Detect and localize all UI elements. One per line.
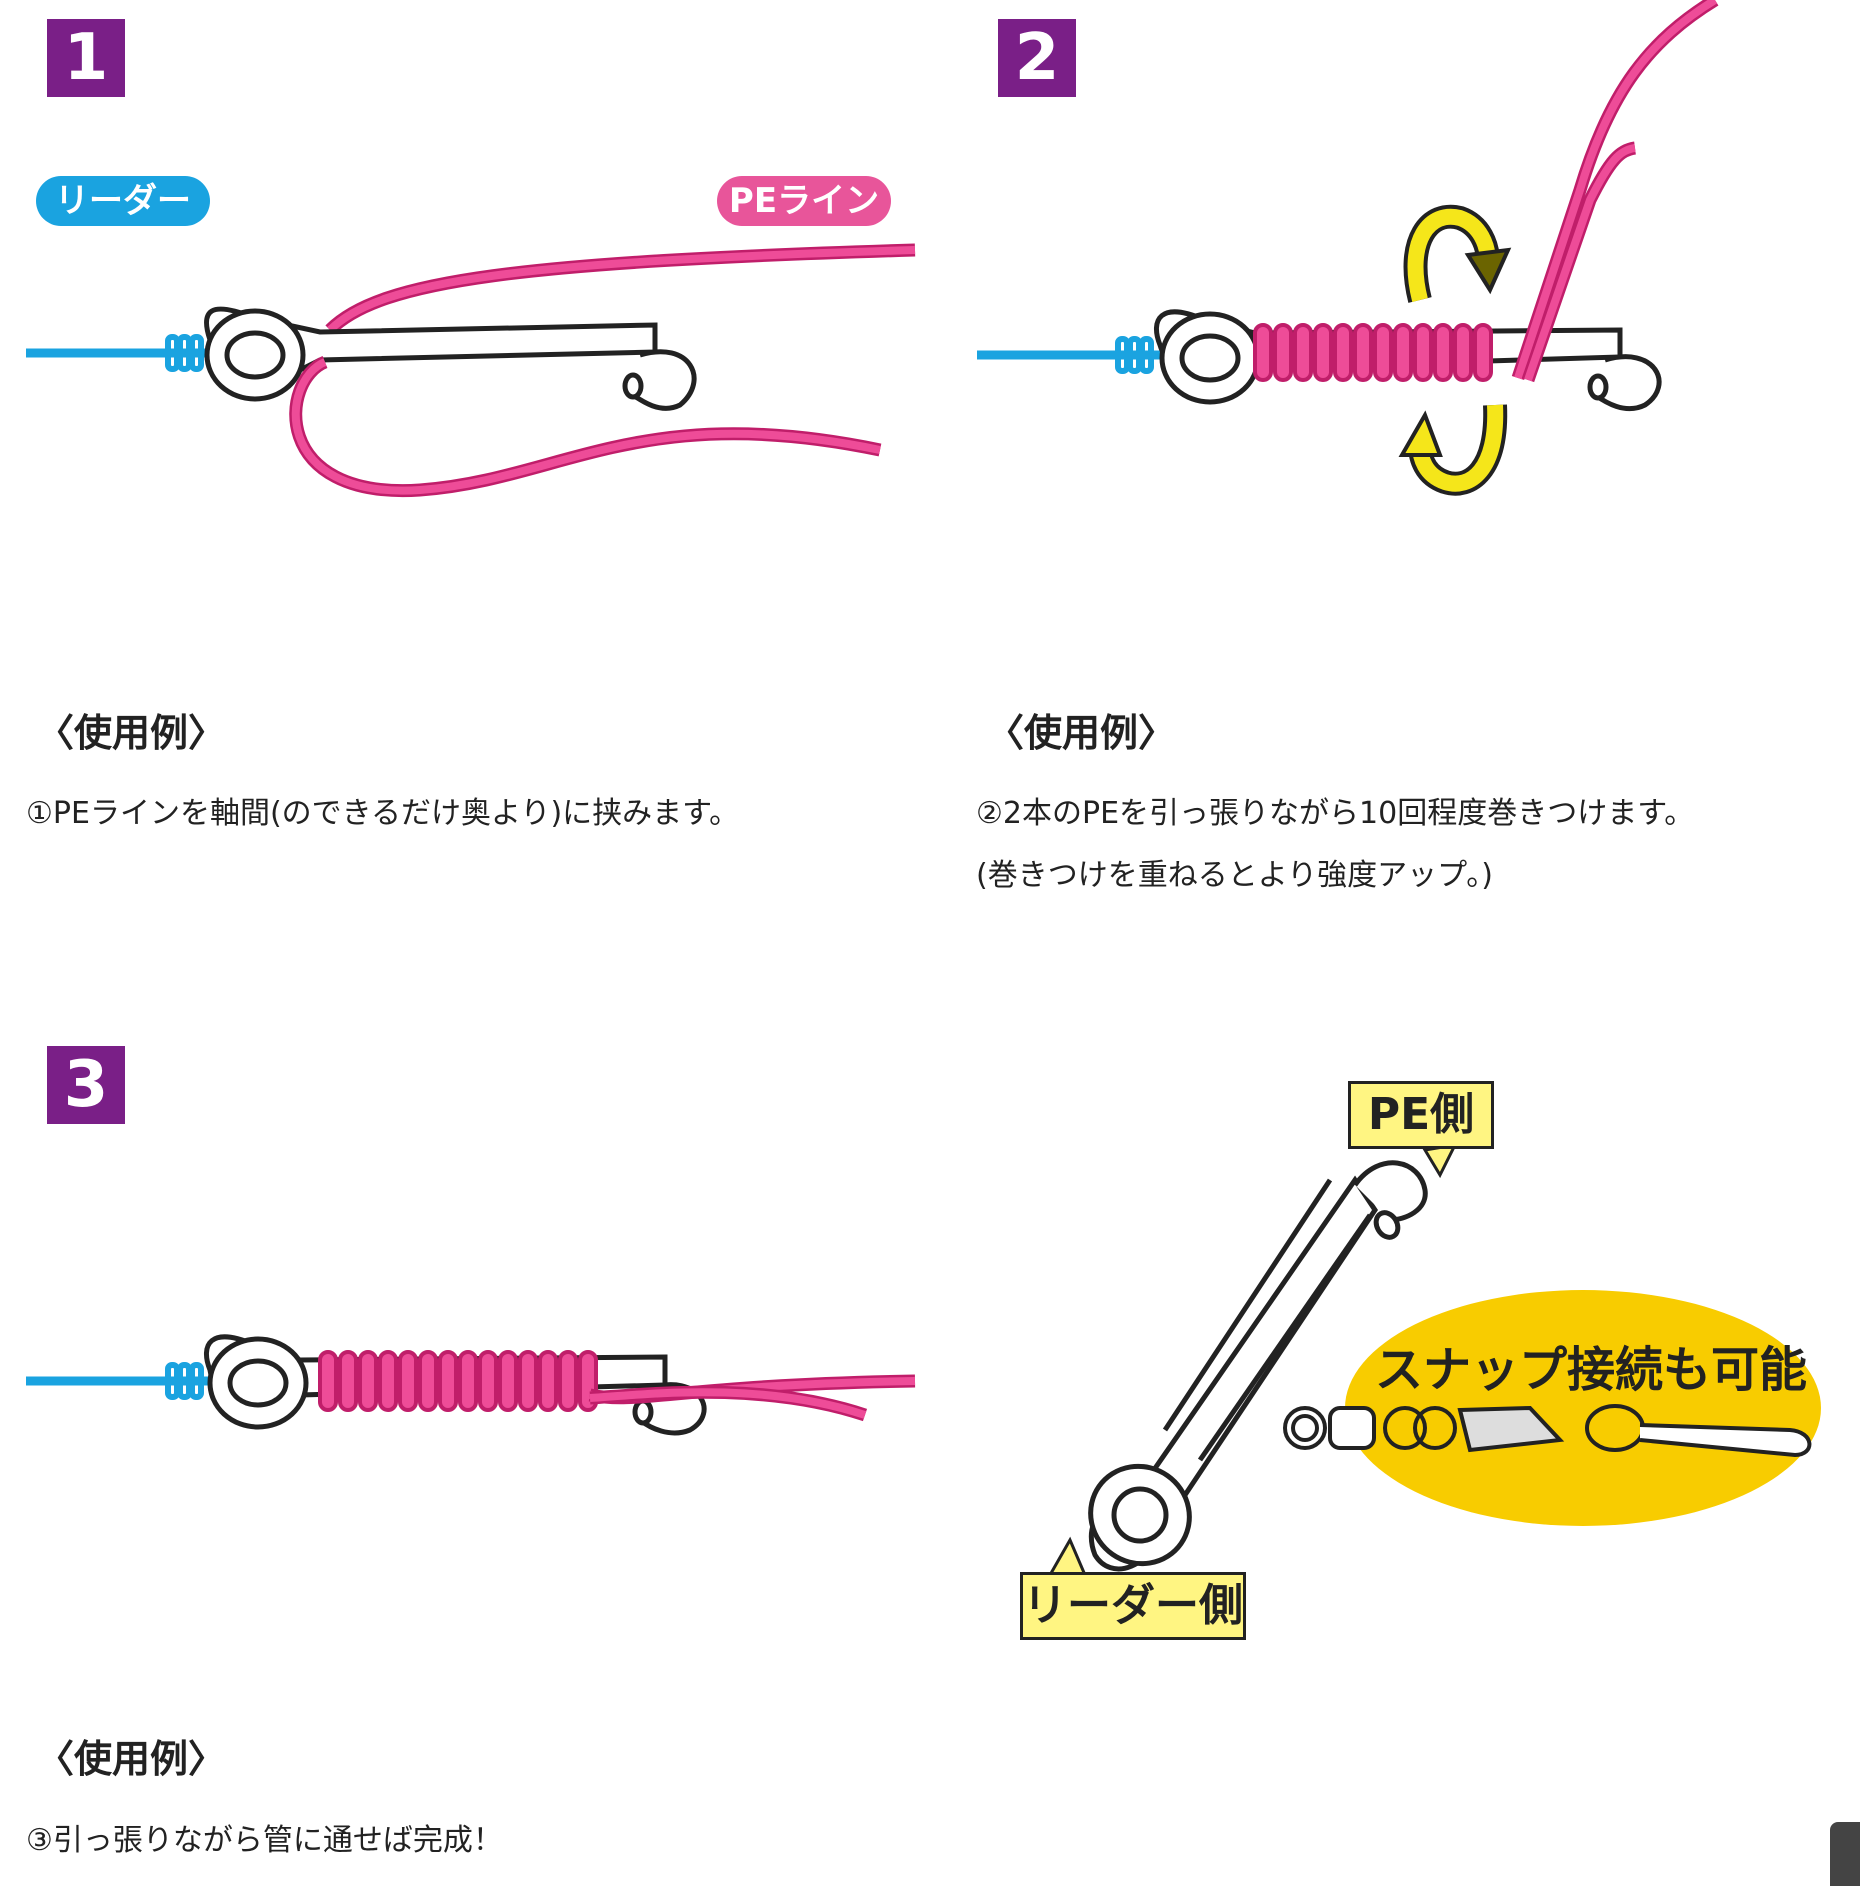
rotation-arrow-bottom (1398, 404, 1508, 496)
snap-connect-label: スナップ接続も可能 (1375, 1342, 1808, 1398)
leader-coils (165, 334, 204, 372)
rotation-arrow-top (1403, 204, 1512, 303)
step-2-caption-line-2: (巻きつけを重ねるとより強度アップ。) (976, 858, 1493, 893)
pe-line-strand-1 (1514, 0, 1718, 380)
scroll-handle[interactable] (1830, 1822, 1860, 1886)
leader-side-callout-tail (1047, 1536, 1088, 1577)
step-1-caption-head: 〈使用例〉 (36, 711, 227, 755)
pe-line-lower (291, 358, 881, 495)
leader-side-label: リーダー側 (1020, 1572, 1246, 1640)
snap-swivel (1283, 1404, 1812, 1458)
pe-coils (318, 1350, 598, 1412)
leader-label: リーダー (36, 176, 210, 226)
snap-ellipse (1345, 1290, 1821, 1526)
step-number-1: 1 (47, 19, 125, 97)
pe-line-upper (327, 246, 916, 333)
step-1-caption-line-1: ①PEラインを軸間(のできるだけ奥より)に挟みます。 (26, 796, 740, 831)
step-3-caption-line-1: ③引っ張りながら管に通せば完成！ (26, 1823, 503, 1858)
leader-coils (165, 1362, 204, 1400)
pe-side-label: PE側 (1348, 1081, 1494, 1149)
sleeve-tube (204, 306, 697, 411)
pe-line-label: PEライン (717, 176, 891, 226)
pe-line-tail-2 (589, 1388, 867, 1419)
step-2-caption-head: 〈使用例〉 (986, 711, 1177, 755)
leader-coils (1115, 336, 1154, 374)
step-2-caption-line-1: ②2本のPEを引っ張りながら10回程度巻きつけます。 (976, 796, 1695, 831)
step-number-2: 2 (998, 19, 1076, 97)
step-3-caption-head: 〈使用例〉 (36, 1737, 227, 1781)
pe-coils (1253, 323, 1493, 382)
sleeve-diagonal (1088, 1160, 1428, 1572)
step-number-3: 3 (47, 1046, 125, 1124)
pe-line-strand-2 (1524, 144, 1636, 382)
pe-side-callout-tail (1422, 1143, 1458, 1179)
